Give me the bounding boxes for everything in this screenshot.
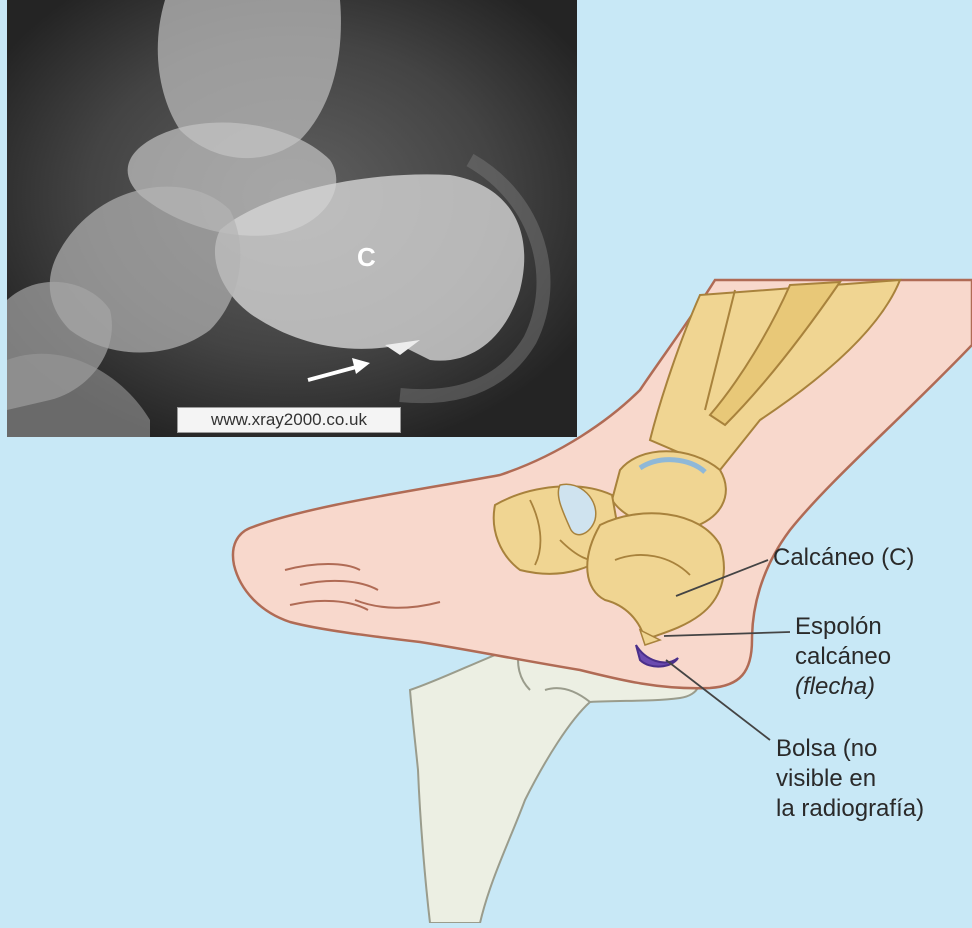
spur-label: Espolón calcáneo (flecha) [795,612,891,702]
bursa-label-line3: la radiografía) [776,794,924,824]
bursa-label-line2: visible en [776,764,924,794]
spur-label-line3: (flecha) [795,672,891,702]
xray-image [7,0,577,437]
calcaneus-label-text: Calcáneo (C) [773,543,914,573]
bursa-label: Bolsa (no visible en la radiografía) [776,734,924,824]
spur-label-line1: Espolón [795,612,891,642]
calcaneus-label: Calcáneo (C) [773,543,914,573]
xray-credit: www.xray2000.co.uk [177,407,401,433]
xray-calcaneus-label: C [357,242,376,273]
spur-label-line2: calcáneo [795,642,891,672]
bursa-label-line1: Bolsa (no [776,734,924,764]
